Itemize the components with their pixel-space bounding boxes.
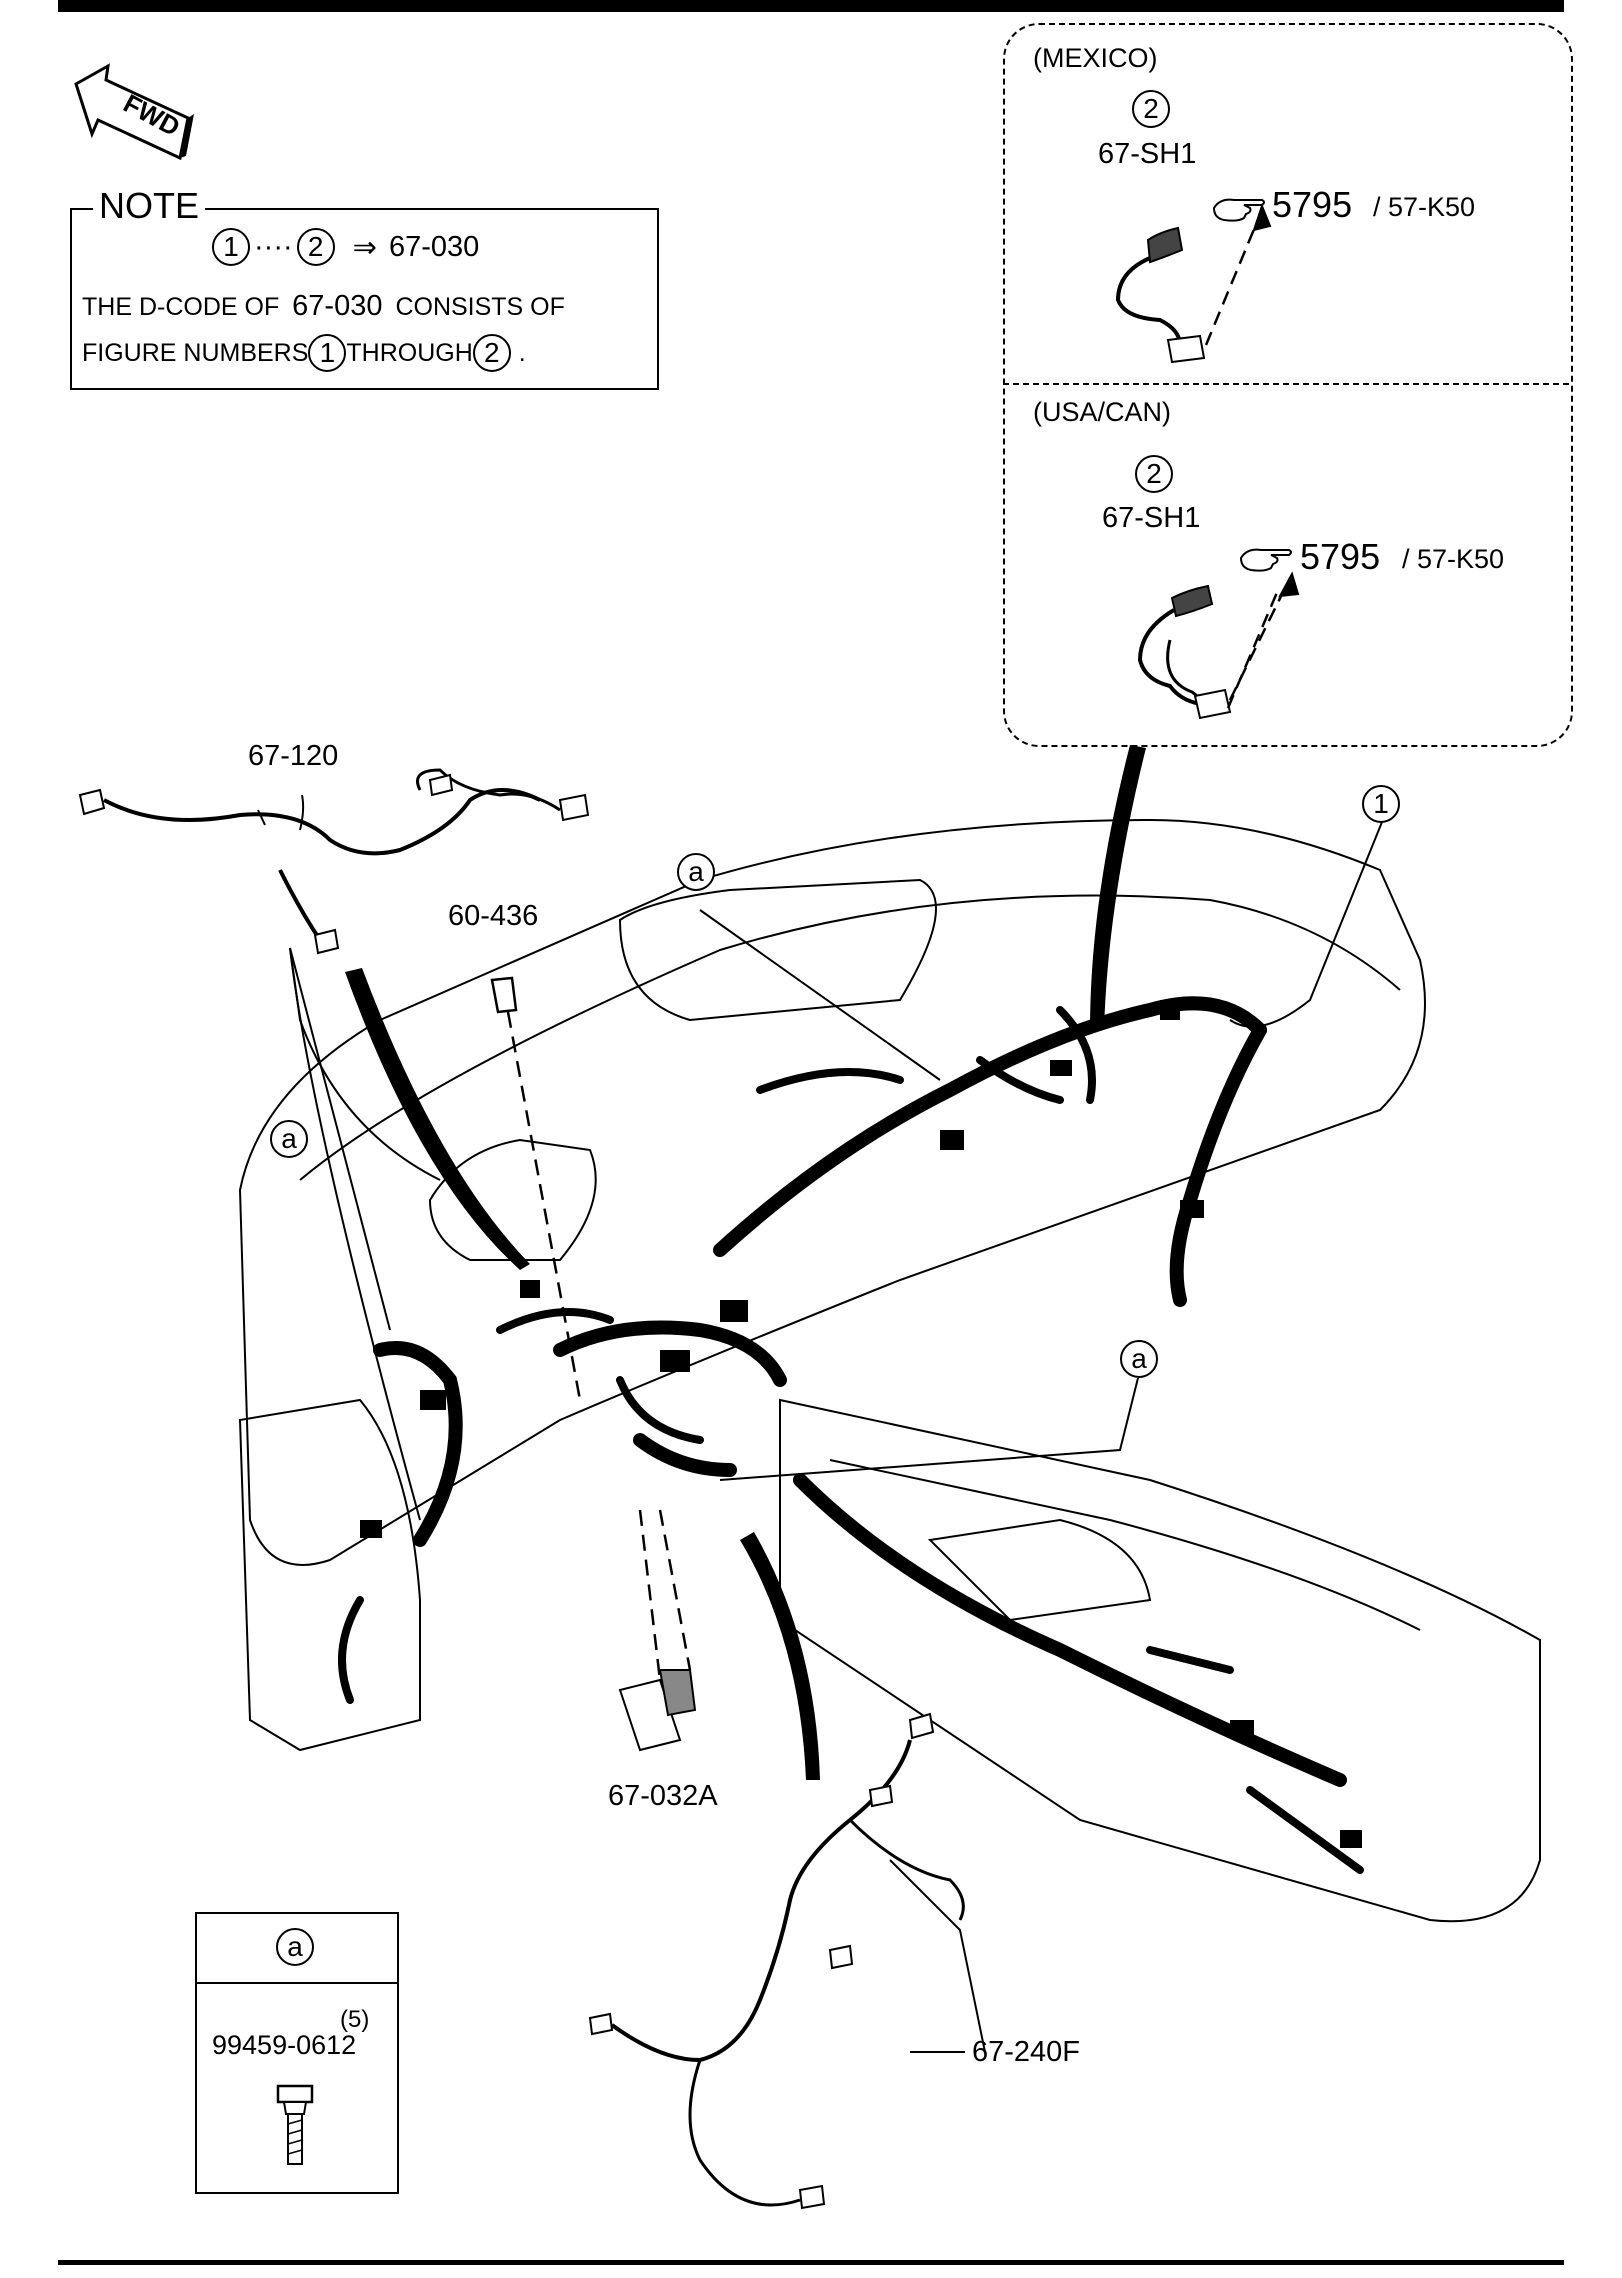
pointing-hand-icon [1210, 190, 1270, 226]
callout-a: a [677, 853, 715, 891]
mexico-label: (MEXICO) [1033, 43, 1158, 73]
fig-1-callout: 1 [1362, 785, 1400, 823]
bolt-icon [270, 2080, 320, 2170]
fwd-arrow-icon: FWD [70, 60, 200, 160]
usa-can-part: 67-SH1 [1102, 502, 1201, 534]
callout-a: a [270, 1120, 308, 1158]
note-line1: THE D-CODE OF 67-030 CONSISTS OF [82, 290, 565, 323]
note-line2-end: . [518, 338, 526, 367]
usa-can-ref-sub: / 57-K50 [1402, 544, 1505, 574]
note-arrow: ⇒ [352, 231, 377, 264]
note-line2: FIGURE NUMBERS 1 THROUGH 2 . [82, 334, 526, 372]
note-range-from: 1 [212, 228, 250, 266]
bottom-rule [58, 2260, 1564, 2265]
mexico-ref: 5795 [1272, 184, 1353, 225]
note-line2-mid: THROUGH [346, 338, 473, 367]
callout-a: a [1120, 1340, 1158, 1378]
usa-can-fig: 2 [1135, 455, 1173, 493]
part-67-240F: 67-240F [972, 2036, 1081, 2068]
legend-divider [195, 1982, 399, 1984]
note-box [70, 208, 659, 390]
note-line2-prefix: FIGURE NUMBERS [82, 338, 309, 367]
pointing-hand-icon [1237, 540, 1297, 576]
part-60-436: 60-436 [448, 900, 539, 932]
note-range-sep: ···· [254, 230, 293, 263]
legend-qty: (5) [340, 2006, 370, 2033]
part-67-032A: 67-032A [608, 1780, 718, 1812]
note-range-code: 67-030 [388, 230, 480, 263]
mexico-part: 67-SH1 [1098, 138, 1197, 170]
region-divider [1003, 383, 1569, 385]
legend-part: 99459-0612 [212, 2030, 357, 2060]
note-title: NOTE [93, 185, 206, 227]
mexico-fig: 2 [1132, 90, 1170, 128]
usa-can-label: (USA/CAN) [1033, 397, 1172, 427]
note-range: 1 ···· 2 ⇒ 67-030 [212, 228, 479, 266]
top-rule [58, 0, 1564, 12]
note-line2-from: 1 [308, 334, 347, 372]
mexico-ref-sub: / 57-K50 [1373, 192, 1476, 222]
usa-can-ref: 5795 [1300, 536, 1381, 577]
legend-symbol: a [276, 1928, 314, 1966]
part-67-120: 67-120 [248, 740, 339, 772]
note-line1-suffix: CONSISTS OF [395, 293, 565, 321]
note-line2-to: 2 [472, 334, 511, 372]
note-range-to: 2 [296, 228, 335, 266]
note-line1-code: 67-030 [292, 290, 383, 322]
region-box [1003, 23, 1573, 747]
note-line1-prefix: THE D-CODE OF [82, 293, 280, 321]
